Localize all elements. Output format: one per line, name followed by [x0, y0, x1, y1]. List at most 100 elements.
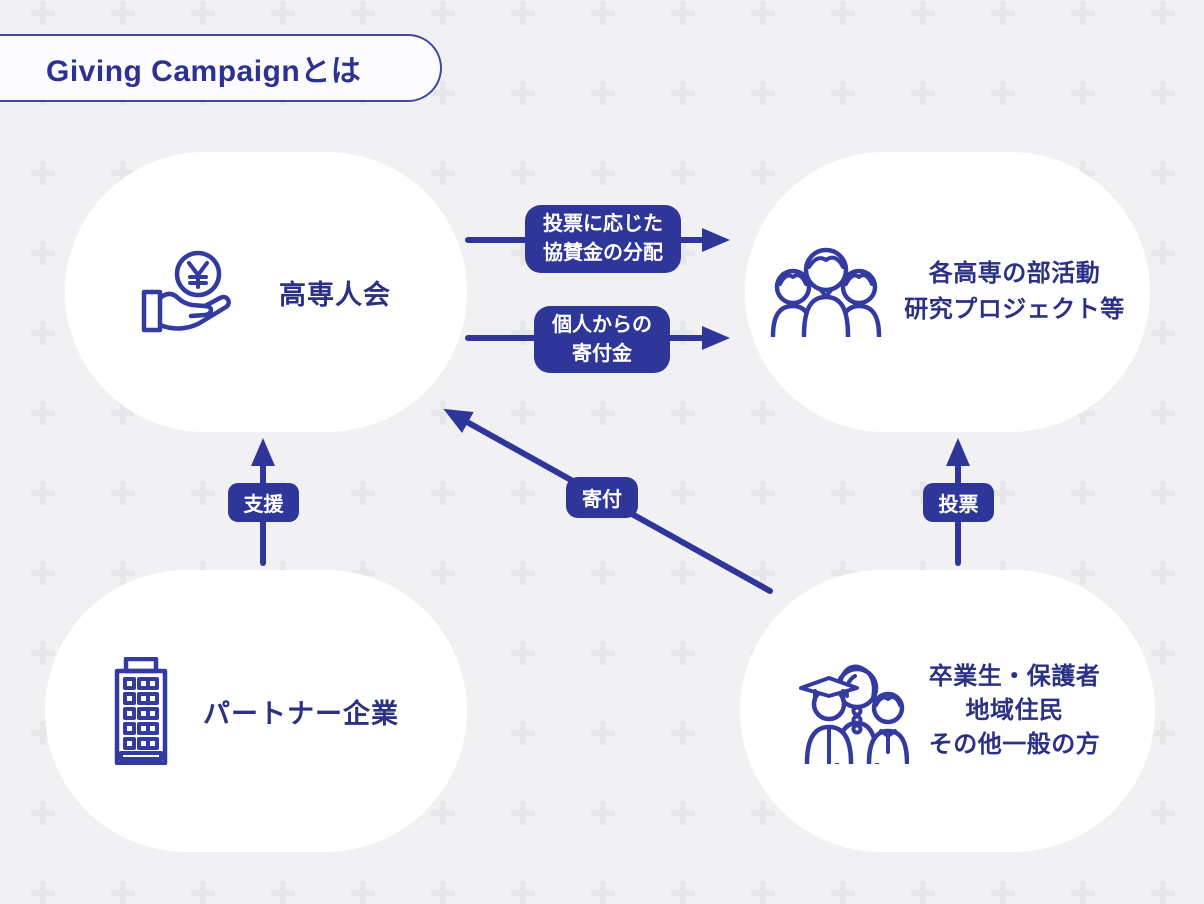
plus-icon [511, 641, 535, 665]
plus-icon [591, 401, 615, 425]
plus-icon [831, 561, 855, 585]
plus-icon [511, 561, 535, 585]
plus-icon [511, 81, 535, 105]
node-kosenjinkai: 高専人会 [65, 152, 467, 432]
node-partners: パートナー企業 [45, 570, 467, 852]
plus-icon [831, 481, 855, 505]
plus-icon [511, 1, 535, 25]
plus-icon [511, 801, 535, 825]
plus-icon [671, 561, 695, 585]
plus-icon [1071, 81, 1095, 105]
plus-icon [191, 1, 215, 25]
plus-icon [991, 1, 1015, 25]
plus-icon [31, 561, 55, 585]
plus-icon [671, 721, 695, 745]
plus-icon [31, 801, 55, 825]
plus-icon [751, 81, 775, 105]
plus-icon [591, 881, 615, 904]
plus-icon [1071, 561, 1095, 585]
hand-yen-coin-icon [141, 246, 251, 338]
plus-icon [431, 481, 455, 505]
node-public: 卒業生・保護者 地域住民 その他一般の方 [740, 570, 1155, 852]
plus-icon [31, 881, 55, 904]
plus-icon [431, 801, 455, 825]
plus-icon [511, 161, 535, 185]
plus-icon [511, 481, 535, 505]
plus-icon [1071, 881, 1095, 904]
plus-icon [991, 481, 1015, 505]
plus-icon [1151, 1, 1175, 25]
plus-icon [1151, 561, 1175, 585]
plus-icon [591, 81, 615, 105]
plus-icon [671, 801, 695, 825]
plus-icon [591, 561, 615, 585]
plus-icon [1151, 641, 1175, 665]
plus-icon [31, 1, 55, 25]
page-title: Giving Campaignとは [0, 34, 442, 102]
plus-icon [751, 401, 775, 425]
plus-icon [351, 561, 375, 585]
plus-icon [191, 481, 215, 505]
plus-icon [991, 881, 1015, 904]
plus-icon [671, 401, 695, 425]
plus-icon [751, 561, 775, 585]
plus-icon [751, 481, 775, 505]
node-clubs-label: 各高専の部活動 研究プロジェクト等 [904, 256, 1125, 328]
plus-icon [591, 161, 615, 185]
plus-icon [671, 1, 695, 25]
plus-icon [591, 641, 615, 665]
plus-icon [111, 481, 135, 505]
plus-icon [911, 81, 935, 105]
plus-icon [431, 561, 455, 585]
plus-icon [1071, 401, 1095, 425]
plus-icon [1151, 721, 1175, 745]
plus-icon [31, 321, 55, 345]
plus-icon [431, 161, 455, 185]
plus-icon [991, 81, 1015, 105]
community-people-icon [795, 658, 909, 764]
plus-icon [31, 481, 55, 505]
plus-icon [671, 321, 695, 345]
plus-icon [1151, 81, 1175, 105]
edge-sponsorship-line1: 投票に応じた [543, 213, 663, 235]
plus-icon [671, 881, 695, 904]
plus-icon [671, 161, 695, 185]
plus-icon [911, 1, 935, 25]
plus-icon [591, 721, 615, 745]
edge-label-personal-donation: 個人からの 寄付金 [534, 306, 670, 373]
node-clubs-line2: 研究プロジェクト等 [904, 296, 1125, 323]
plus-icon [511, 401, 535, 425]
plus-icon [751, 1, 775, 25]
plus-icon [111, 161, 135, 185]
plus-icon [31, 401, 55, 425]
page-title-text: Giving Campaignとは [46, 55, 362, 88]
plus-icon [191, 881, 215, 904]
plus-icon [511, 321, 535, 345]
plus-icon [671, 481, 695, 505]
plus-icon [1151, 241, 1175, 265]
edge-personal-line1: 個人からの [552, 313, 652, 336]
node-public-line1: 卒業生・保護者 [928, 663, 1101, 690]
plus-icon [111, 561, 135, 585]
node-public-line2: 地域住民 [965, 697, 1064, 724]
plus-icon [271, 881, 295, 904]
plus-icon [111, 1, 135, 25]
plus-icon [1071, 1, 1095, 25]
node-public-label: 卒業生・保護者 地域住民 その他一般の方 [929, 660, 1101, 762]
plus-icon [111, 881, 135, 904]
plus-icon [1151, 881, 1175, 904]
plus-icon [431, 881, 455, 904]
plus-icon [671, 241, 695, 265]
plus-icon [1151, 401, 1175, 425]
plus-icon [31, 641, 55, 665]
plus-icon [351, 1, 375, 25]
edge-label-donation: 寄付 [566, 477, 638, 518]
plus-icon [431, 1, 455, 25]
node-clubs: 各高専の部活動 研究プロジェクト等 [745, 152, 1150, 432]
plus-icon [751, 161, 775, 185]
plus-icon [831, 881, 855, 904]
office-building-icon [113, 657, 169, 765]
students-group-icon [770, 247, 882, 337]
plus-icon [271, 1, 295, 25]
